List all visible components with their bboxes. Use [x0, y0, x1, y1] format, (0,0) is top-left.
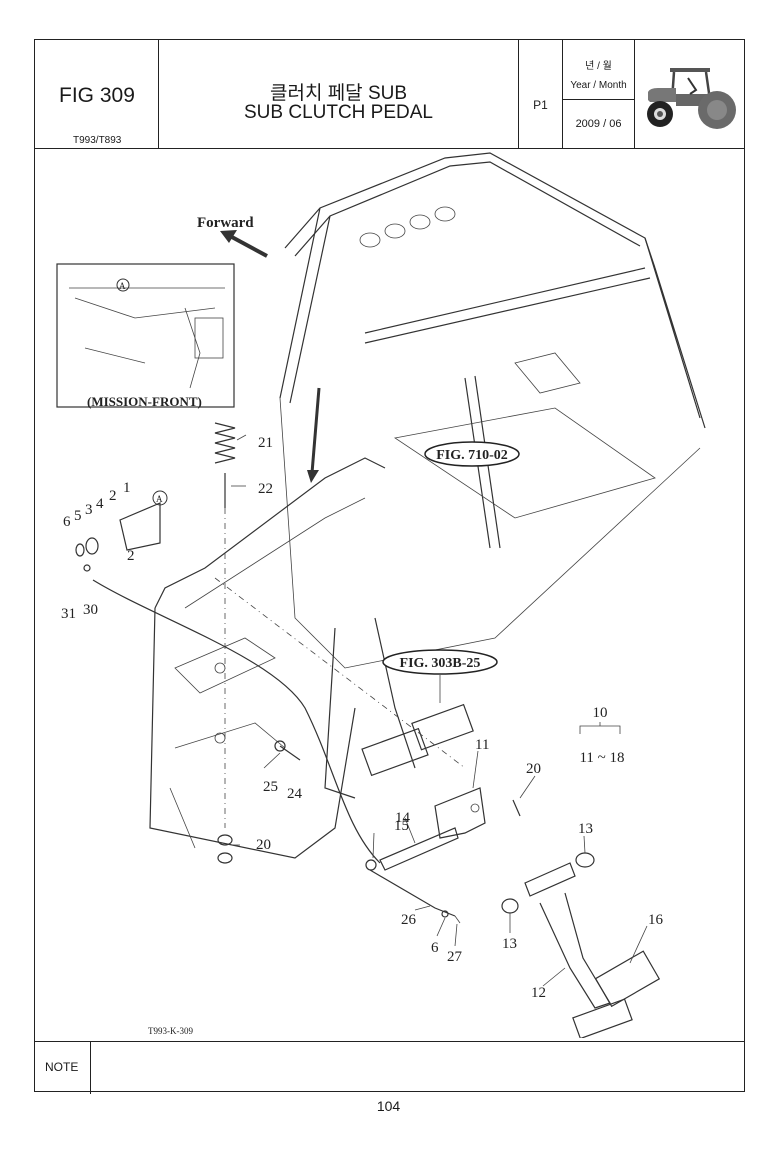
- title-cell: 클러치 페달 SUB SUB CLUTCH PEDAL: [159, 40, 519, 148]
- inset-marker-a: A: [119, 281, 126, 291]
- nut-25: [274, 740, 286, 752]
- bushing-13-lower: [501, 898, 519, 914]
- part-number-14: 14: [395, 810, 411, 826]
- part-number-11: 11: [475, 737, 489, 753]
- mission-front-inset: A (MISSION-FRONT): [56, 263, 235, 409]
- part-number-13-upper: 13: [578, 821, 593, 837]
- assembly-ref-range: 11 ~ 18: [579, 750, 624, 766]
- spring-21: [214, 422, 236, 464]
- page-code-cell: P1: [519, 40, 563, 148]
- pin-27: [454, 915, 461, 924]
- bracket-assembly: A: [75, 490, 168, 572]
- part-number-26: 26: [401, 912, 417, 928]
- part-number-6-lower: 6: [431, 940, 439, 956]
- date-cell: 년 / 월 Year / Month 2009 / 06: [563, 40, 635, 148]
- part-number-13-lower: 13: [502, 936, 517, 952]
- bolt-24: [279, 745, 301, 761]
- part-number-5: 5: [74, 508, 82, 524]
- part-number-3: 3: [85, 502, 93, 518]
- part-number-27: 27: [447, 949, 463, 965]
- part-number-30: 30: [83, 602, 98, 618]
- note-row: NOTE: [35, 1041, 744, 1094]
- part-number-31: 31: [61, 606, 76, 622]
- drawing-code: T993-K-309: [148, 1026, 193, 1036]
- part-number-24: 24: [287, 786, 303, 802]
- shaft-14: [379, 827, 459, 871]
- pedal-pad-16: [594, 950, 661, 1008]
- page-number: 104: [376, 1098, 401, 1114]
- assembly-reference: 10 11 ~ 18: [579, 705, 624, 766]
- exploded-parts-diagram: Forward A (MISSION-FRONT) FIG. 710-02: [56, 152, 706, 1038]
- part-number-16: 16: [648, 912, 664, 928]
- header-block: FIG 309 T993/T893 클러치 페달 SUB SUB CLUTCH …: [35, 40, 744, 149]
- clip-6: [441, 910, 449, 918]
- year-month-english: Year / Month: [570, 80, 627, 91]
- nuts-20: [217, 834, 233, 864]
- assembly-ref-top: 10: [593, 705, 608, 721]
- title-korean: 클러치 페달 SUB: [269, 83, 408, 104]
- down-arrow: [310, 387, 321, 474]
- inset-label: (MISSION-FRONT): [87, 394, 202, 409]
- pedal-bracket-11: [434, 787, 486, 839]
- note-label: NOTE: [45, 1060, 79, 1074]
- forward-label: Forward: [197, 215, 254, 231]
- fig-label: FIG 309: [59, 84, 135, 107]
- pin-15: [365, 859, 377, 871]
- part-number-12: 12: [531, 985, 546, 1001]
- part-number-22: 22: [258, 481, 273, 497]
- bracket-marker-a: A: [156, 494, 163, 504]
- part-numbers: 6 5 3 4 2 1 2 31 30 21 22 25 24 20 11 20…: [61, 435, 664, 1001]
- part-number-2: 2: [109, 488, 117, 504]
- leader-lines: [231, 434, 648, 987]
- part-number-4: 4: [96, 496, 104, 512]
- part-number-2-lower: 2: [127, 548, 135, 564]
- part-number-21: 21: [258, 435, 273, 451]
- tractor-icon: [647, 68, 736, 129]
- callout-fig-710: FIG. 710-02: [424, 441, 520, 467]
- callout-fig-303-label: FIG. 303B-25: [400, 656, 481, 671]
- year-month-korean: 년 / 월: [585, 61, 612, 72]
- part-number-6: 6: [63, 514, 71, 530]
- title-english: SUB CLUTCH PEDAL: [244, 102, 433, 123]
- callout-fig-710-label: FIG. 710-02: [436, 448, 508, 463]
- forward-arrow: Forward: [197, 215, 268, 258]
- part-number-20-right: 20: [526, 761, 541, 777]
- page-code: P1: [533, 98, 548, 112]
- callout-fig-303: FIG. 303B-25: [382, 649, 498, 703]
- main-pedal-assembly: [324, 617, 474, 799]
- fig-cell: FIG 309 T993/T893: [35, 40, 159, 148]
- cable: [92, 579, 381, 864]
- note-label-cell: NOTE: [35, 1042, 91, 1094]
- transmission-housing: [149, 457, 386, 859]
- cab-frame: [279, 152, 706, 669]
- part-number-15: 15: [394, 818, 409, 834]
- date-divider: [563, 99, 634, 100]
- thumbnail-cell: [635, 40, 746, 148]
- page-frame: FIG 309 T993/T893 클러치 페달 SUB SUB CLUTCH …: [34, 39, 745, 1094]
- bushing-13-upper: [575, 852, 595, 868]
- model-label: T993/T893: [73, 135, 122, 146]
- part-number-1: 1: [123, 480, 131, 496]
- part-number-25: 25: [263, 779, 278, 795]
- part-number-20-left: 20: [256, 837, 271, 853]
- down-arrow-head: [307, 470, 319, 483]
- sub-clutch-pedal-12: [524, 862, 661, 1038]
- bolt-20: [512, 799, 521, 817]
- cable-26: [369, 869, 456, 917]
- date-value: 2009 / 06: [575, 118, 622, 130]
